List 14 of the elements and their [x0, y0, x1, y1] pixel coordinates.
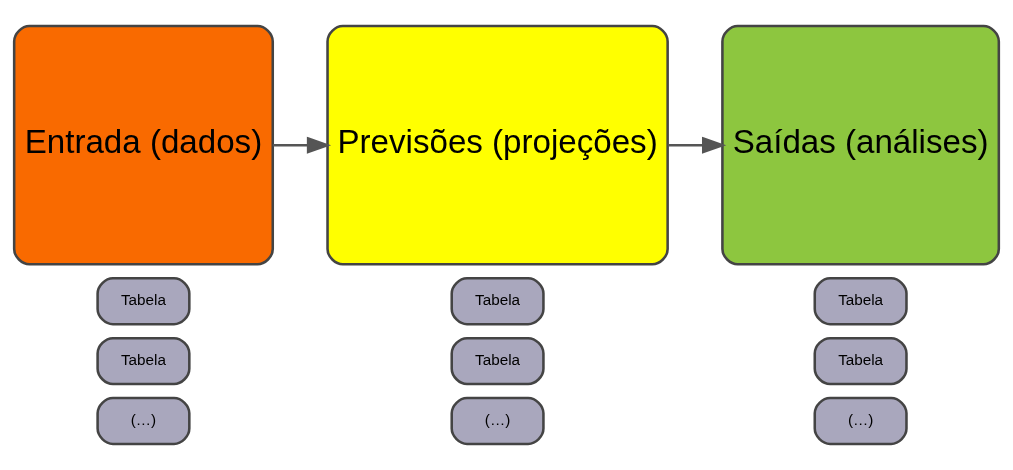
node-box: Tabela: [450, 277, 545, 326]
arrow: [667, 136, 727, 154]
arrow: [272, 136, 332, 154]
node-box: (…): [813, 396, 908, 446]
node-box: (…): [450, 396, 545, 446]
node-box: (…): [96, 396, 191, 446]
node-box: Entrada (dados): [12, 24, 275, 266]
node-box: Saídas (análises): [721, 24, 1001, 266]
node-box: Tabela: [96, 277, 191, 326]
node-box: Previsões (projeções): [326, 24, 669, 266]
node-box: Tabela: [813, 336, 908, 386]
node-box: Tabela: [450, 336, 545, 386]
node-box: Tabela: [813, 277, 908, 326]
node-box: Tabela: [96, 336, 191, 386]
